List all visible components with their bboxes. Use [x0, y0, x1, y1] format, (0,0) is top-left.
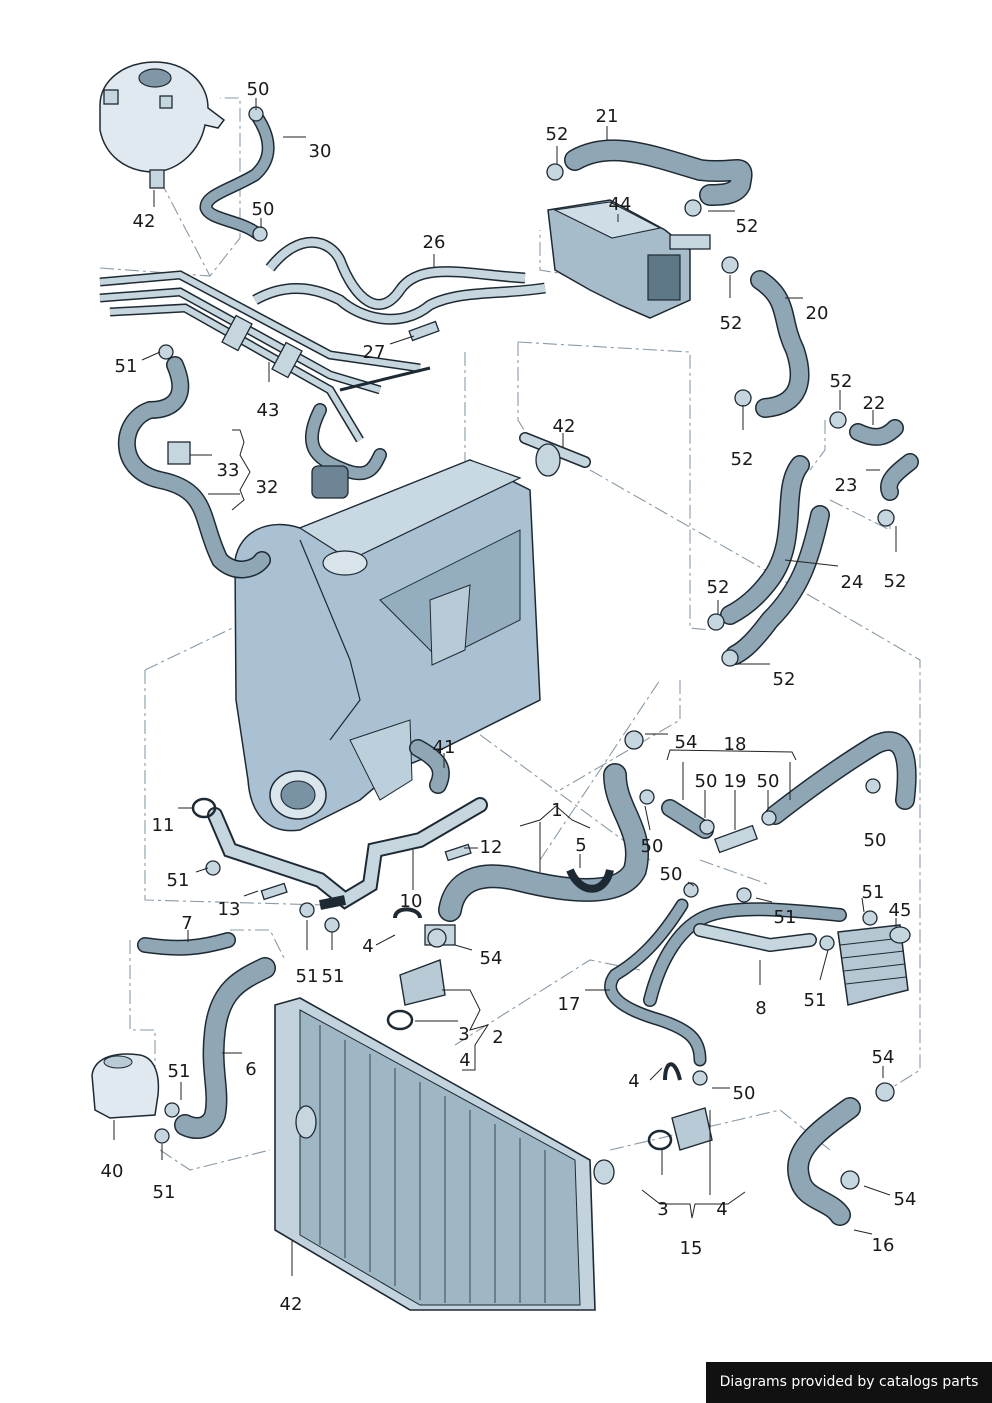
reservoir-40 — [91, 1053, 160, 1119]
callout-label: 1 — [551, 800, 562, 821]
callout-label: 52 — [830, 371, 853, 392]
callout-label: 52 — [720, 313, 743, 334]
callout-label: 52 — [731, 449, 754, 470]
callout-label: 50 — [864, 830, 887, 851]
tee-19 — [713, 824, 759, 854]
hose-26 — [252, 236, 546, 325]
callout-label: 30 — [309, 141, 332, 162]
oil-cooler-45 — [837, 924, 911, 1006]
callout-label: 52 — [546, 124, 569, 145]
callout-label: 18 — [724, 734, 747, 755]
callout-label: 42 — [280, 1294, 303, 1315]
thermostat-housing-15 — [647, 1062, 713, 1151]
radiator-42 — [274, 997, 615, 1311]
callout-label: 52 — [884, 571, 907, 592]
callout-label: 21 — [596, 106, 619, 127]
callout-label: 4 — [362, 936, 373, 957]
callout-label: 50 — [247, 79, 270, 100]
callout-label: 50 — [757, 771, 780, 792]
clip-33 — [167, 441, 191, 465]
callout-label: 22 — [863, 393, 886, 414]
callout-label: 5 — [575, 835, 586, 856]
coolant-pipe-assembly-43 — [99, 270, 431, 443]
clamp-5 — [566, 868, 614, 893]
engine-block — [234, 459, 541, 832]
callout-label: 51 — [168, 1061, 191, 1082]
expansion-tank — [99, 61, 226, 189]
hose-clamps — [154, 163, 895, 1190]
leader-lines — [113, 98, 897, 1276]
callout-label: 20 — [806, 303, 829, 324]
callout-label: 44 — [609, 194, 632, 215]
bolt-13 — [260, 882, 288, 901]
callout-label: 51 — [862, 882, 885, 903]
callout-label: 17 — [558, 994, 581, 1015]
callout-label: 52 — [773, 669, 796, 690]
callout-label: 51 — [153, 1182, 176, 1203]
callout-label: 8 — [755, 998, 766, 1019]
coolant-pipe-10 — [207, 797, 488, 910]
callout-label: 2 — [492, 1027, 503, 1048]
callout-label: 50 — [641, 836, 664, 857]
callout-label: 40 — [101, 1161, 124, 1182]
callout-label: 41 — [433, 737, 456, 758]
callout-label: 50 — [660, 864, 683, 885]
callout-label: 54 — [480, 948, 503, 969]
callout-label: 12 — [480, 837, 503, 858]
callout-label: 51 — [322, 966, 345, 987]
callout-label: 4 — [716, 1199, 727, 1220]
callout-label: 51 — [115, 356, 138, 377]
clamp-50-lower — [252, 226, 268, 242]
callout-label: 50 — [733, 1083, 756, 1104]
callout-label: 3 — [458, 1024, 469, 1045]
coolant-housing-44 — [547, 199, 711, 319]
callout-label: 51 — [774, 907, 797, 928]
callout-label: 54 — [894, 1189, 917, 1210]
callout-label: 10 — [400, 891, 423, 912]
callout-label: 4 — [459, 1050, 470, 1071]
thermostat-housing-2 — [386, 907, 456, 1031]
callout-label: 45 — [889, 900, 912, 921]
bolt-12 — [444, 843, 472, 862]
callout-label: 11 — [152, 815, 175, 836]
callout-label: 33 — [217, 460, 240, 481]
callout-label: 24 — [841, 572, 864, 593]
callout-label: 50 — [695, 771, 718, 792]
callout-labels: 50 30 42 50 21 52 44 52 26 20 52 27 51 4… — [101, 79, 917, 1315]
callout-label: 42 — [553, 416, 576, 437]
callout-label: 54 — [872, 1047, 895, 1068]
callout-label: 6 — [245, 1059, 256, 1080]
callout-label: 52 — [707, 577, 730, 598]
callout-label: 15 — [680, 1238, 703, 1259]
callout-label: 19 — [724, 771, 747, 792]
tee-connector-42 — [519, 432, 591, 477]
bolt-27 — [408, 320, 440, 342]
callout-label: 51 — [296, 966, 319, 987]
callout-label: 16 — [872, 1235, 895, 1256]
callout-label: 43 — [257, 400, 280, 421]
callout-label: 27 — [363, 342, 386, 363]
callout-label: 32 — [256, 477, 279, 498]
callout-label: 3 — [657, 1199, 668, 1220]
callout-label: 51 — [804, 990, 827, 1011]
callout-label: 7 — [181, 913, 192, 934]
hose-8 — [643, 902, 847, 1007]
callout-label: 23 — [835, 475, 858, 496]
callout-label: 42 — [133, 211, 156, 232]
callout-label: 4 — [628, 1071, 639, 1092]
credit-banner: Diagrams provided by catalogs parts — [706, 1362, 992, 1403]
callout-label: 52 — [736, 216, 759, 237]
callout-label: 51 — [167, 870, 190, 891]
callout-label: 26 — [423, 232, 446, 253]
callout-label: 13 — [218, 899, 241, 920]
callout-label: 54 — [675, 732, 698, 753]
callout-label: 50 — [252, 199, 275, 220]
